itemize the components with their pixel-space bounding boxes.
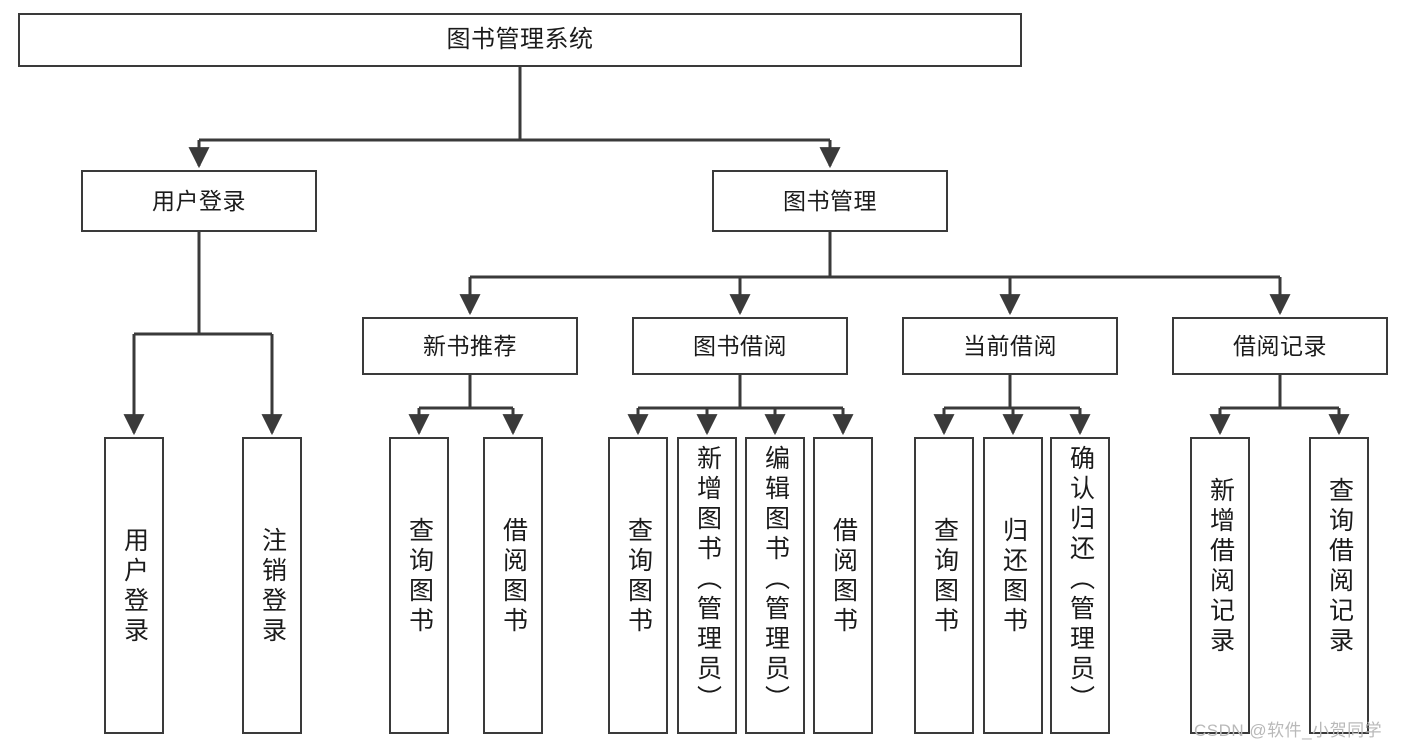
node-user-login-label: 用户登录 [152, 187, 246, 214]
node-borrow-record-label: 借阅记录 [1233, 332, 1327, 359]
node-user-login[interactable]: 用户登录 [81, 170, 317, 232]
node-leaf-query-record[interactable]: 查询借阅记录 [1309, 437, 1369, 734]
node-leaf-return-book-label: 归还图书 [999, 517, 1028, 637]
node-leaf-add-book[interactable]: 新增图书（管理员） [677, 437, 737, 734]
node-leaf-return-book[interactable]: 归还图书 [983, 437, 1043, 734]
node-leaf-user-logout[interactable]: 注销登录 [242, 437, 302, 734]
node-leaf-borrow-book-2-label: 借阅图书 [829, 517, 858, 637]
node-leaf-borrow-book-1[interactable]: 借阅图书 [483, 437, 543, 734]
node-leaf-confirm-return-label: 确认归还（管理员） [1066, 445, 1095, 715]
node-book-borrow[interactable]: 图书借阅 [632, 317, 848, 375]
node-leaf-borrow-book-2[interactable]: 借阅图书 [813, 437, 873, 734]
node-leaf-add-book-label: 新增图书（管理员） [693, 445, 722, 715]
node-leaf-add-record[interactable]: 新增借阅记录 [1190, 437, 1250, 734]
node-leaf-user-logout-label: 注销登录 [258, 527, 287, 647]
node-leaf-edit-book-label: 编辑图书（管理员） [761, 445, 790, 715]
node-leaf-user-login[interactable]: 用户登录 [104, 437, 164, 734]
node-leaf-query-record-label: 查询借阅记录 [1325, 477, 1354, 657]
node-leaf-query-book-1-label: 查询图书 [405, 517, 434, 637]
node-new-book-recommend[interactable]: 新书推荐 [362, 317, 578, 375]
node-leaf-query-book-2[interactable]: 查询图书 [608, 437, 668, 734]
node-current-borrow[interactable]: 当前借阅 [902, 317, 1118, 375]
node-leaf-query-book-2-label: 查询图书 [624, 517, 653, 637]
node-book-manage[interactable]: 图书管理 [712, 170, 948, 232]
node-leaf-query-book-3[interactable]: 查询图书 [914, 437, 974, 734]
node-borrow-record[interactable]: 借阅记录 [1172, 317, 1388, 375]
node-leaf-borrow-book-1-label: 借阅图书 [499, 517, 528, 637]
node-leaf-query-book-1[interactable]: 查询图书 [389, 437, 449, 734]
node-leaf-add-record-label: 新增借阅记录 [1206, 477, 1235, 657]
node-leaf-query-book-3-label: 查询图书 [930, 517, 959, 637]
csdn-watermark: CSDN @软件_小贺同学 [1194, 721, 1383, 740]
node-root-label: 图书管理系统 [446, 26, 594, 54]
node-book-borrow-label: 图书借阅 [693, 332, 787, 359]
node-leaf-user-login-label: 用户登录 [120, 527, 149, 647]
node-new-book-recommend-label: 新书推荐 [423, 332, 517, 359]
node-current-borrow-label: 当前借阅 [963, 332, 1057, 359]
node-leaf-edit-book[interactable]: 编辑图书（管理员） [745, 437, 805, 734]
node-leaf-confirm-return[interactable]: 确认归还（管理员） [1050, 437, 1110, 734]
node-book-manage-label: 图书管理 [783, 187, 877, 214]
node-root[interactable]: 图书管理系统 [18, 13, 1022, 67]
